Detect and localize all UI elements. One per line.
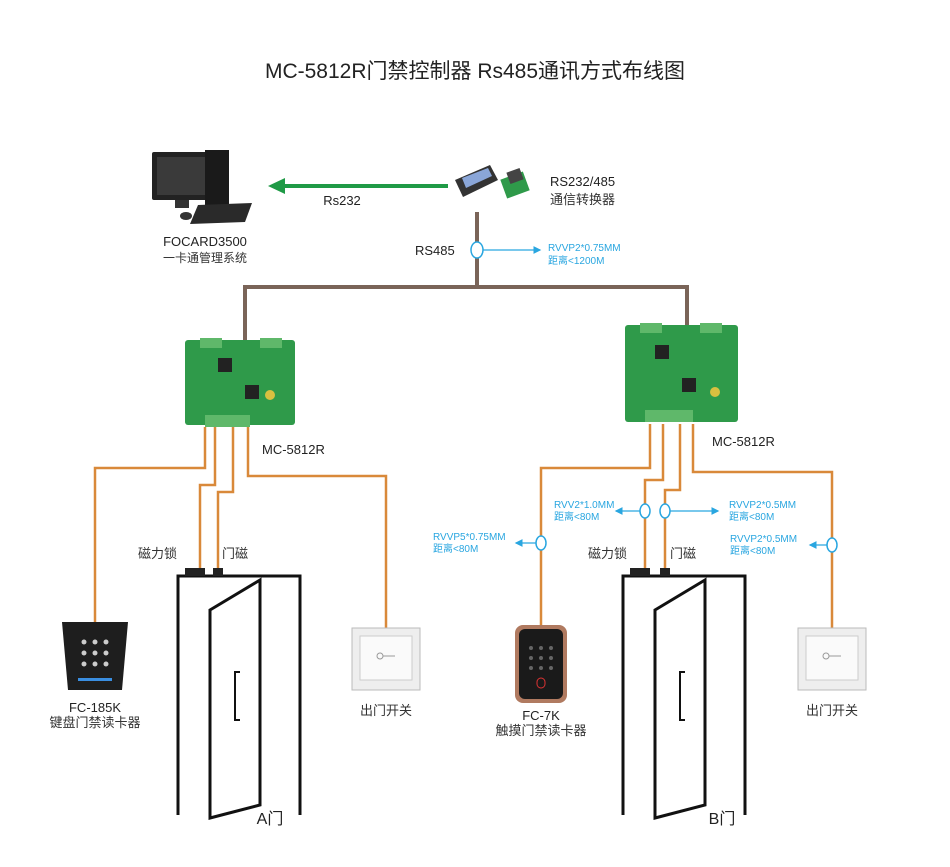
exit-b-label: 出门开关 [806,704,858,719]
exit-a-label: 出门开关 [360,704,412,719]
door-a [176,568,302,820]
exit-button-icon [797,627,867,691]
exit-button-icon [351,627,421,691]
pc-label: FOCARD3500 [163,234,247,249]
sensor-a-label: 门磁 [222,547,248,562]
rs232-label: Rs232 [323,193,361,208]
wire-sensor-b [663,424,682,572]
diagram-title: MC-5812R门禁控制器 Rs485通讯方式布线图 [265,60,685,83]
lock-cable-spec: RVV2*1.0MM [554,500,614,511]
lock-b-label: 磁力锁 [588,546,627,562]
exit-cable-spec: RVVP2*0.5MM [730,534,797,545]
reader-b-name: 触摸门禁读卡器 [495,724,586,739]
controller-a-label: MC-5812R [262,442,325,457]
rs485-cable-spec: RVVP2*0.75MM [548,243,621,254]
wire-exit-a [246,427,388,628]
wire-lock-a [198,427,217,572]
controller-board-a [185,338,295,427]
rs485-bus [243,212,689,340]
wire-lock-b [643,424,665,572]
lock-cable-distance: 距离<80M [554,510,599,523]
sensor-b-label: 门磁 [670,547,696,562]
converter-label: RS232/485 [550,174,615,189]
controller-board-b [625,323,738,422]
controller-b-label: MC-5812R [712,434,775,449]
cable-marker [470,241,484,259]
door-a-label: A门 [257,810,284,828]
converter-icon [455,165,530,199]
sensor-cable-spec: RVVP2*0.5MM [729,500,796,511]
sensor-cable-distance: 距离<80M [729,510,774,523]
wire-reader-a [93,427,207,625]
door-b [621,568,747,820]
pc-sublabel: 一卡通管理系统 [163,250,247,265]
reader-b-model: FC-7K [522,708,560,723]
touch-reader-icon [515,625,567,703]
reader-cable-distance: 距离<80M [433,542,478,555]
arrow-left-icon [268,178,285,194]
keypad-reader-icon [62,622,128,690]
rs485-label: RS485 [415,243,455,258]
reader-cable-spec: RVVP5*0.75MM [433,532,506,543]
rs485-distance: 距离<1200M [548,254,604,267]
computer-icon [152,150,252,224]
lock-a-label: 磁力锁 [138,546,177,562]
reader-a-model: FC-185K [69,700,121,715]
wire-sensor-a [216,427,235,572]
reader-a-name: 键盘门禁读卡器 [49,715,140,731]
exit-cable-distance: 距离<80M [730,544,775,557]
door-b-label: B门 [709,810,736,828]
converter-sublabel: 通信转换器 [550,193,615,208]
